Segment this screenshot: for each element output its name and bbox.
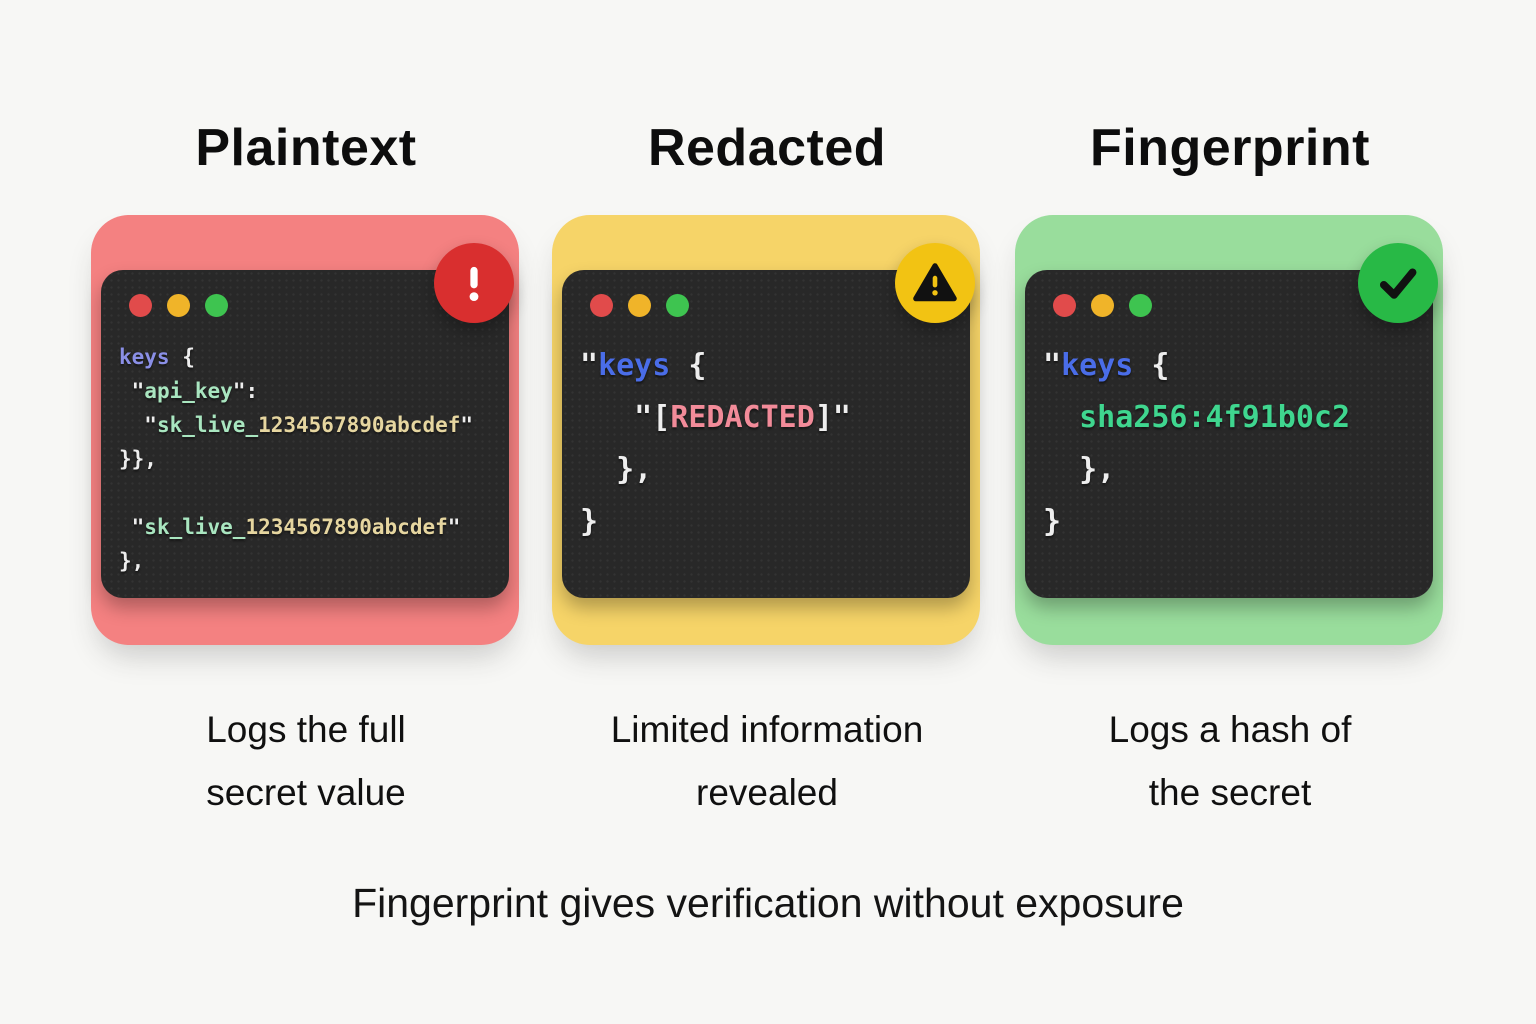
caption-line: Logs the full [206,709,406,750]
plaintext-terminal-window: keys { "api_key": "sk_live_1234567890abc… [101,270,509,598]
column-plaintext: Plaintext keys { "api_key": "sk_live_123… [91,0,521,1024]
traffic-light-green-icon [666,294,689,317]
error-badge [434,243,514,323]
code-line [119,476,505,510]
traffic-light-yellow-icon [628,294,651,317]
window-controls [129,294,228,317]
window-controls [590,294,689,317]
plaintext-caption: Logs the full secret value [71,698,541,824]
redacted-terminal-window: "keys { "[REDACTED]" },} [562,270,970,598]
code-line: "keys { [1043,348,1170,383]
plaintext-card: keys { "api_key": "sk_live_1234567890abc… [91,215,519,645]
traffic-light-red-icon [129,294,152,317]
code-line: } [580,504,599,539]
traffic-light-yellow-icon [1091,294,1114,317]
traffic-light-red-icon [590,294,613,317]
plaintext-code-block: keys { "api_key": "sk_live_1234567890abc… [119,340,505,578]
window-controls [1053,294,1152,317]
code-line: "sk_live_1234567890abcdef" [119,515,461,539]
code-line: "sk_live_1234567890abcdef" [119,413,474,437]
redacted-code-block: "keys { "[REDACTED]" },} [580,340,966,548]
caption-line: secret value [206,772,406,813]
fingerprint-caption: Logs a hash of the secret [995,698,1465,824]
checkmark-icon [1379,268,1417,299]
redacted-card: "keys { "[REDACTED]" },} [552,215,980,645]
warning-triangle-icon [913,263,957,302]
redacted-caption: Limited information revealed [532,698,1002,824]
code-line: "[REDACTED]" [580,400,851,435]
traffic-light-green-icon [205,294,228,317]
fingerprint-title: Fingerprint [1090,119,1370,177]
code-line: } [1043,504,1062,539]
traffic-light-green-icon [1129,294,1152,317]
code-line: "api_key": [119,379,259,403]
caption-line: the secret [1148,772,1312,813]
column-redacted: Redacted "keys { "[REDACTED]" },} Limi [552,0,982,1024]
code-line: "keys { [580,348,707,383]
fingerprint-card: "keys { sha256:4f91b0c2 },} [1015,215,1443,645]
code-line: keys { [119,345,195,369]
success-badge [1358,243,1438,323]
redacted-title: Redacted [647,119,887,177]
footer-caption: Fingerprint gives verification without e… [352,880,1184,926]
traffic-light-red-icon [1053,294,1076,317]
warning-badge [895,243,975,323]
fingerprint-code-block: "keys { sha256:4f91b0c2 },} [1043,340,1429,548]
code-line: }, [1043,452,1116,487]
code-line: }, [119,549,145,573]
fingerprint-terminal-window: "keys { sha256:4f91b0c2 },} [1025,270,1433,598]
caption-line: Limited information [610,709,924,750]
traffic-light-yellow-icon [167,294,190,317]
code-line: sha256:4f91b0c2 [1079,400,1351,435]
code-line: }, [580,452,653,487]
caption-line: Logs a hash of [1108,709,1352,750]
plaintext-title: Plaintext [195,119,417,177]
exclamation-icon [469,266,479,302]
code-line: }}, [119,447,157,471]
column-fingerprint: Fingerprint "keys { sha256:4f91b0c2 },} … [1015,0,1445,1024]
caption-line: revealed [696,772,838,813]
